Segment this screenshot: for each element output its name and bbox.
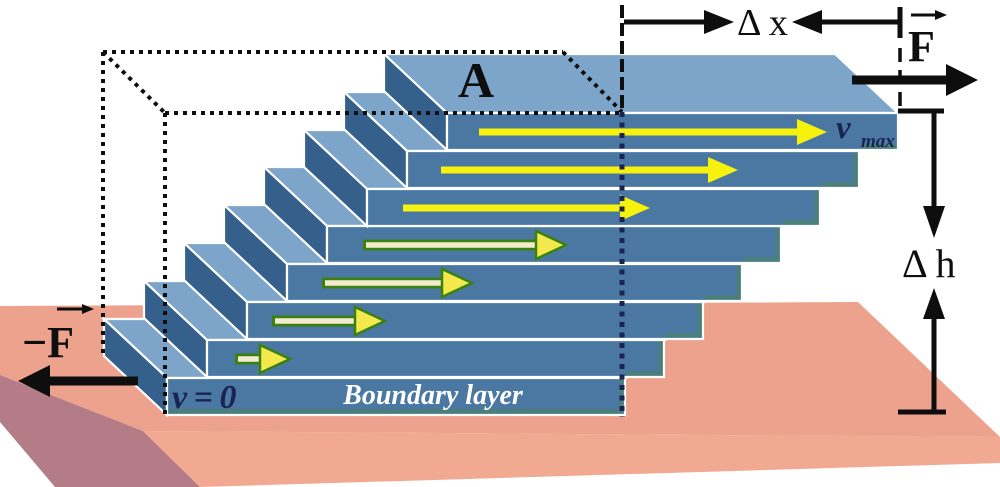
delta-x-label: Δ x <box>737 2 788 44</box>
base-plate-side-face <box>0 375 200 487</box>
force-right-vector-head-icon <box>935 10 947 20</box>
velocity-arrows <box>235 119 827 375</box>
velocity-arrow <box>235 343 293 375</box>
velocity-arrow <box>441 157 738 183</box>
velocity-arrow <box>272 305 388 337</box>
layer-right-edge <box>697 303 702 338</box>
force-right-label: F <box>908 22 935 71</box>
area-label: A <box>458 52 494 108</box>
velocity-arrow <box>479 119 827 145</box>
layer-underside-edge <box>783 220 818 225</box>
layer-underside-edge <box>666 333 701 338</box>
boundary-layer-label: Boundary layer <box>342 380 524 411</box>
delta-h-dimension: Δ h <box>898 108 956 415</box>
base-plate-front-face <box>143 431 1000 487</box>
reference-cube <box>101 5 625 417</box>
velocity-arrow <box>363 229 569 261</box>
delta-x-dimension: Δ x <box>624 2 903 108</box>
velocity-arrow <box>322 267 475 299</box>
delta-x-arrowhead-right-icon <box>704 10 734 34</box>
delta-x-arrowhead-left-icon <box>792 10 822 34</box>
layer-right-edge <box>658 341 663 376</box>
layer-underside-edge <box>705 295 740 300</box>
delta-h-label: Δ h <box>902 241 956 286</box>
layer-right-edge <box>736 265 741 300</box>
layer-underside-edge <box>861 144 896 149</box>
force-left-label: −F <box>22 318 74 367</box>
v-max-label: v <box>836 110 851 146</box>
delta-h-up-arrowhead-icon <box>923 288 945 319</box>
layer-right-edge <box>853 152 858 187</box>
layer-underside-edge <box>627 371 662 376</box>
force-left-vector-head-icon <box>82 304 94 314</box>
layer-right-edge <box>814 190 819 225</box>
v-max-subscript: max <box>861 131 895 152</box>
force-left-arrow-icon <box>18 365 50 397</box>
velocity-arrow <box>403 195 650 221</box>
v-zero-label: v = 0 <box>172 379 236 416</box>
force-left: −F <box>18 304 138 397</box>
force-right-arrow-icon <box>946 64 978 96</box>
force-right: F <box>852 10 978 96</box>
cube-left-top-diagonal <box>101 50 167 115</box>
layer-underside-edge <box>744 257 779 262</box>
layer-right-edge <box>775 227 780 262</box>
layer-underside-edge <box>822 182 857 187</box>
delta-h-down-arrowhead-icon <box>923 206 945 238</box>
layer-underside-edge <box>169 409 623 414</box>
